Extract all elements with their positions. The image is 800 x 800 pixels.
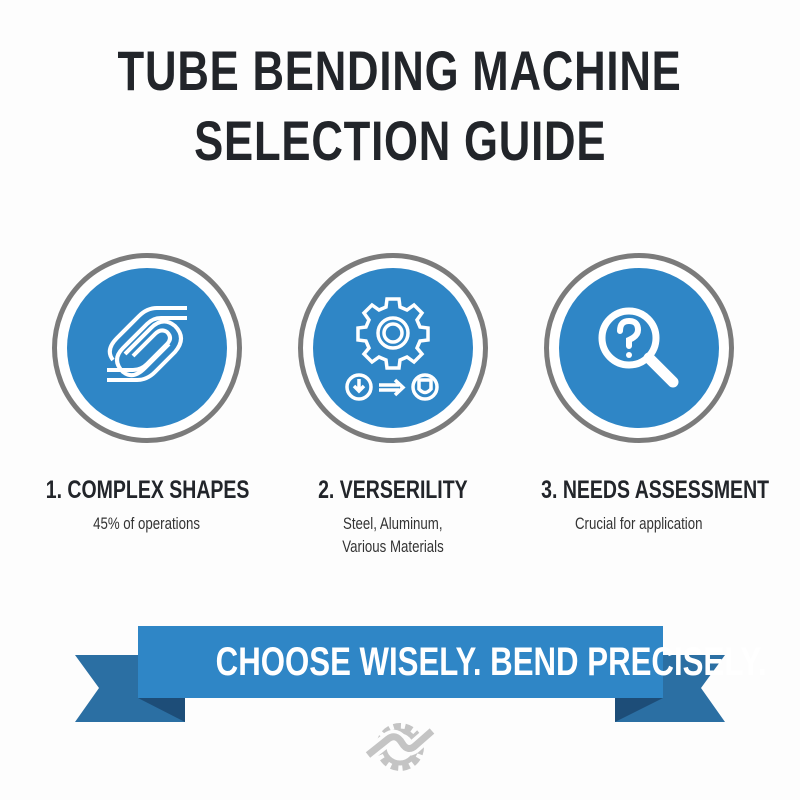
banner-slogan: CHOOSE WISELY. BEND PRECISELY. [215,640,767,684]
ribbon-right-fold [615,698,663,722]
step-2-description: Steel, Aluminum,Various Materials [342,514,444,556]
step-2-heading: 2. VERSERILITY [318,476,468,504]
step-1-circle [52,253,242,443]
ribbon-left-fold [138,698,185,722]
ribbon-band [138,626,663,698]
page-title-line-1: TUBE BENDING MACHINE [117,39,683,102]
step-3-circle [544,253,734,443]
magnifier-question-icon [598,307,679,388]
page-title-line-2: SELECTION GUIDE [193,109,607,172]
gear-tube-logo-icon [363,723,437,771]
knotted-tube-icon [107,306,187,382]
step-3-description: Crucial for application [575,514,703,533]
gear-process-icon [345,297,439,401]
step-2-circle [298,253,488,443]
step-1-heading: 1. COMPLEX SHAPES [45,476,250,504]
step-3-heading: 3. NEEDS ASSESSMENT [541,476,770,504]
step-1-description: 45% of operations [93,514,201,533]
